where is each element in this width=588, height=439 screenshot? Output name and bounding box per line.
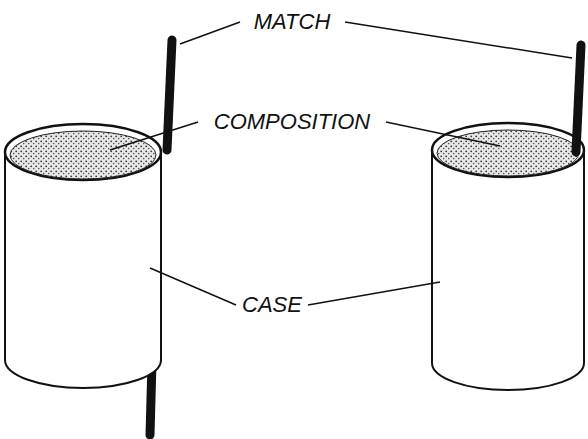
left-case [5,40,172,435]
leader-lines [110,22,572,305]
part-label: MATCH [252,9,333,35]
part-label: CASE [240,292,304,318]
right-case [432,45,584,390]
part-label: COMPOSITION [212,109,372,135]
